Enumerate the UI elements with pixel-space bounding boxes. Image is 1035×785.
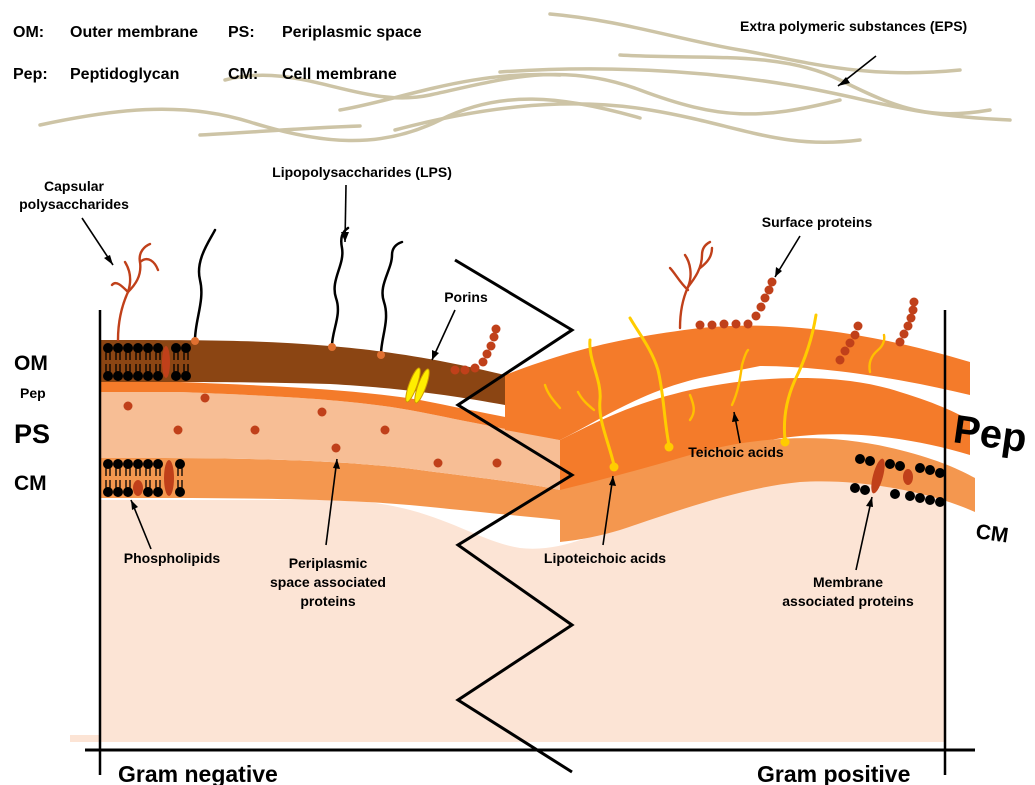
gram-positive-label: Gram positive — [757, 761, 910, 785]
lipoteichoic-label: Lipoteichoic acids — [544, 550, 666, 566]
legend-om-abbr: OM: — [13, 24, 44, 41]
gp-capsular-branches — [670, 242, 712, 328]
side-label-cm: CM — [14, 472, 47, 495]
capsular-label-line1: Capsular — [44, 178, 104, 194]
legend-pep-abbr: Pep: — [13, 66, 48, 83]
gp-membrane-protein-small — [903, 469, 913, 485]
membrane-label-line1: Membrane — [813, 574, 883, 590]
footer-labels: Gram negative Gram positive — [118, 761, 910, 785]
legend-ps-full: Periplasmic space — [282, 24, 422, 41]
capsular-label-line2: polysaccharides — [19, 196, 129, 212]
eps-label: Extra polymeric substances (EPS) — [740, 18, 967, 34]
legend: OM: Outer membrane PS: Periplasmic space… — [13, 24, 422, 83]
lps-chains — [191, 228, 402, 359]
legend-cm-abbr: CM: — [228, 66, 258, 83]
gram-negative-label: Gram negative — [118, 761, 278, 785]
legend-cm-full: Cell membrane — [282, 66, 397, 83]
side-label-cm-right: CM — [974, 520, 1010, 547]
phospholipids-label: Phospholipids — [124, 550, 221, 566]
cm-protein-large — [164, 460, 174, 496]
legend-pep-full: Peptidoglycan — [70, 66, 179, 83]
om-protein-chain — [451, 325, 501, 375]
side-label-om: OM — [14, 352, 48, 375]
capsular-polysaccharides — [112, 244, 158, 340]
legend-om-full: Outer membrane — [70, 24, 198, 41]
periplasmic-label-line2: space associated — [270, 574, 386, 590]
surface-proteins-label: Surface proteins — [762, 214, 873, 230]
side-label-pep: Pep — [20, 385, 46, 401]
om-protein — [162, 346, 170, 378]
membrane-label-line2: associated proteins — [782, 593, 914, 609]
teichoic-label: Teichoic acids — [688, 444, 784, 460]
lps-label: Lipopolysaccharides (LPS) — [272, 164, 452, 180]
periplasmic-label-line1: Periplasmic — [289, 555, 368, 571]
side-label-ps: PS — [14, 419, 50, 449]
cm-protein-small — [133, 480, 143, 496]
porins-label: Porins — [444, 289, 488, 305]
side-label-pep-big: Pep — [951, 407, 1030, 461]
legend-ps-abbr: PS: — [228, 24, 255, 41]
periplasmic-label-line3: proteins — [300, 593, 355, 609]
